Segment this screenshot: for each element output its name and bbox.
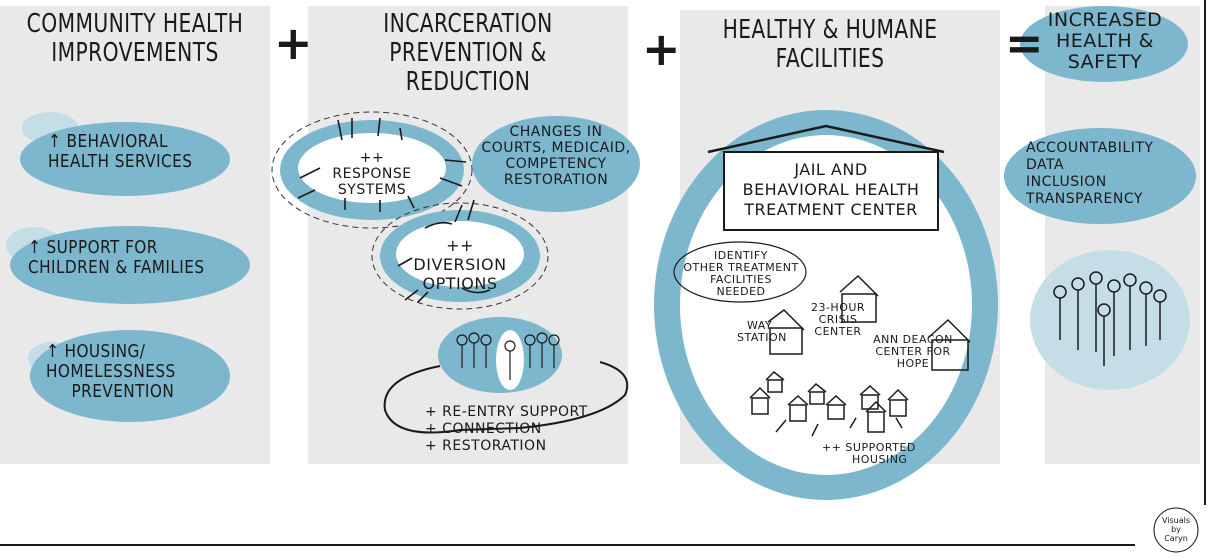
item-line: ↑ SUPPORT for <box>28 237 158 258</box>
identify-line: OTHER TREATMENT <box>683 261 799 274</box>
facilities-title: HEALTHY & HUMANE FACILITIES <box>713 16 947 74</box>
jail-box <box>723 151 939 231</box>
support-blob <box>10 226 250 304</box>
accountability-line: DATA <box>1026 157 1065 173</box>
outcome-line: INCREASED <box>1047 9 1163 31</box>
reentry-line: + RESTORATION <box>425 438 547 454</box>
supported-housing-text: ++ SUPPORTED HOUSING <box>822 442 916 466</box>
jail-line: TREATMENT CENTER <box>744 200 918 219</box>
item-line: CHILDREN & FAMILIES <box>28 257 205 278</box>
crisis-text: 23-HOUR CRISIS CENTER <box>808 302 868 338</box>
diversion-core <box>396 221 524 287</box>
way-line: STATION <box>737 331 787 344</box>
signature-badge <box>1153 507 1199 553</box>
reentry-text: + RE-ENTRY SUPPORT + CONNECTION + RESTOR… <box>425 404 605 455</box>
houses <box>749 274 971 437</box>
housing-text: ↑ HOUSING/ HOMELESSNESS PREVENTION <box>46 342 176 402</box>
incarceration-title: INCARCERATION PREVENTION & REDUCTION <box>343 10 593 97</box>
housing-blob <box>30 330 230 422</box>
title-line: COMMUNITY HEALTH <box>26 9 244 39</box>
ann-deacon-text: ANN DEACON CENTER for HOPE <box>872 334 954 370</box>
accountability-text: ACCOUNTABILITY DATA INCLUSION TRANSPAREN… <box>1026 140 1153 208</box>
outcome-line: HEALTH & <box>1055 30 1154 52</box>
identify-line: FACILITIES <box>710 273 772 286</box>
signature: Visuals by Caryn <box>1156 516 1196 543</box>
title-line: FACILITIES <box>775 44 885 74</box>
crowd-blob <box>1030 250 1190 390</box>
identify-line: IDENTIFY <box>714 249 768 262</box>
changes-text: CHANGES IN COURTS, MEDICAID, COMPETENCY … <box>478 124 634 188</box>
diversion-outline <box>371 202 549 310</box>
item-line: HEALTH SERVICES <box>48 151 193 172</box>
accountability-line: INCLUSION <box>1026 174 1107 190</box>
title-line: INCARCERATION <box>383 9 553 39</box>
reentry-line: + RE-ENTRY SUPPORT <box>425 404 588 420</box>
equals-operator: = <box>1005 16 1044 70</box>
outcome-line: SAFETY <box>1067 51 1143 73</box>
supported-line: HOUSING <box>852 453 908 466</box>
crisis-line: CENTER <box>814 325 862 338</box>
signature-line: Caryn <box>1164 534 1188 543</box>
support-text: ↑ SUPPORT for CHILDREN & FAMILIES <box>28 238 204 278</box>
ann-line: ANN DEACON <box>873 333 953 346</box>
ann-line: CENTER for <box>875 345 951 358</box>
changes-line: RESTORATION <box>503 172 609 188</box>
response-text: ++ RESPONSE SYSTEMS <box>322 150 422 198</box>
crisis-line: 23-HOUR <box>810 301 866 314</box>
diversion-line: OPTIONS <box>422 274 498 293</box>
crisis-line: CRISIS <box>818 313 858 326</box>
accountability-line: ACCOUNTABILITY <box>1026 140 1154 156</box>
roof <box>707 124 945 154</box>
response-line: ++ RESPONSE <box>332 150 412 182</box>
changes-line: COURTS, MEDICAID, <box>481 140 631 156</box>
item-line: HOMELESSNESS <box>46 361 176 382</box>
ann-line: HOPE <box>896 357 930 370</box>
response-core <box>298 133 446 203</box>
response-outline <box>271 111 473 229</box>
item-line: ↑ BEHAVIORAL <box>48 131 168 152</box>
signature-line: Visuals <box>1161 516 1191 525</box>
way-line: WAY <box>747 319 773 332</box>
identify-text: IDENTIFY OTHER TREATMENT FACILITIES NEED… <box>682 250 800 298</box>
reentry-people <box>456 332 560 380</box>
crowd-people <box>1053 271 1167 366</box>
changes-line: CHANGES IN <box>509 124 603 140</box>
changes-line: COMPETENCY <box>505 156 607 172</box>
behavioral-text: ↑ BEHAVIORAL HEALTH SERVICES <box>48 132 192 172</box>
identify-line: NEEDED <box>716 285 766 298</box>
outcome-title-blob <box>1020 6 1188 82</box>
outcome-title: INCREASED HEALTH & SAFETY <box>1030 10 1180 73</box>
plus-operator: + <box>274 16 313 70</box>
accountability-blob <box>1004 128 1196 224</box>
title-line: IMPROVEMENTS <box>51 38 219 68</box>
accountability-line: TRANSPARENCY <box>1026 191 1143 207</box>
jail-line: JAIL and <box>794 160 868 179</box>
response-arrows <box>297 117 491 303</box>
reentry-loop <box>383 361 629 434</box>
supported-line: ++ SUPPORTED <box>822 441 916 454</box>
item-line: PREVENTION <box>71 381 175 402</box>
response-line: SYSTEMS <box>337 182 407 198</box>
plus-operator: + <box>642 22 681 76</box>
diversion-line: ++ DIVERSION <box>413 236 507 274</box>
behavioral-blob <box>20 122 230 196</box>
changes-blob <box>472 116 640 212</box>
signature-line: by <box>1171 525 1181 534</box>
item-line: ↑ HOUSING/ <box>46 341 146 362</box>
reentry-line: + CONNECTION <box>425 421 542 437</box>
jail-line: BEHAVIORAL HEALTH <box>742 180 920 199</box>
title-line: PREVENTION & REDUCTION <box>389 38 547 97</box>
community-title: COMMUNITY HEALTH IMPROVEMENTS <box>22 10 248 68</box>
identify-outline <box>673 241 807 303</box>
diversion-text: ++ DIVERSION OPTIONS <box>405 236 515 293</box>
jail-text: JAIL and BEHAVIORAL HEALTH TREATMENT CEN… <box>726 160 936 220</box>
title-line: HEALTHY & HUMANE <box>722 15 938 45</box>
way-station-text: WAY STATION <box>737 320 787 344</box>
